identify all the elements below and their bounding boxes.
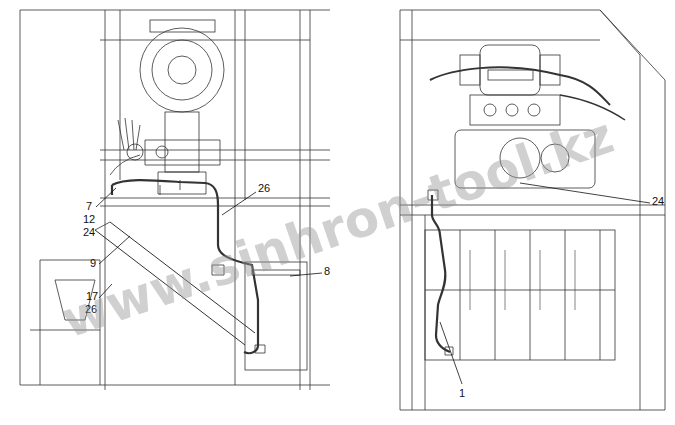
callout-number: 24 <box>83 226 95 238</box>
callout-number: 12 <box>83 213 95 225</box>
callout-number: 26 <box>258 182 270 194</box>
callout-number: 24 <box>652 195 664 207</box>
callout-number: 7 <box>86 200 92 212</box>
callout-number: 9 <box>90 257 96 269</box>
callout-number: 1 <box>459 387 465 399</box>
callout-number: 8 <box>324 265 330 277</box>
